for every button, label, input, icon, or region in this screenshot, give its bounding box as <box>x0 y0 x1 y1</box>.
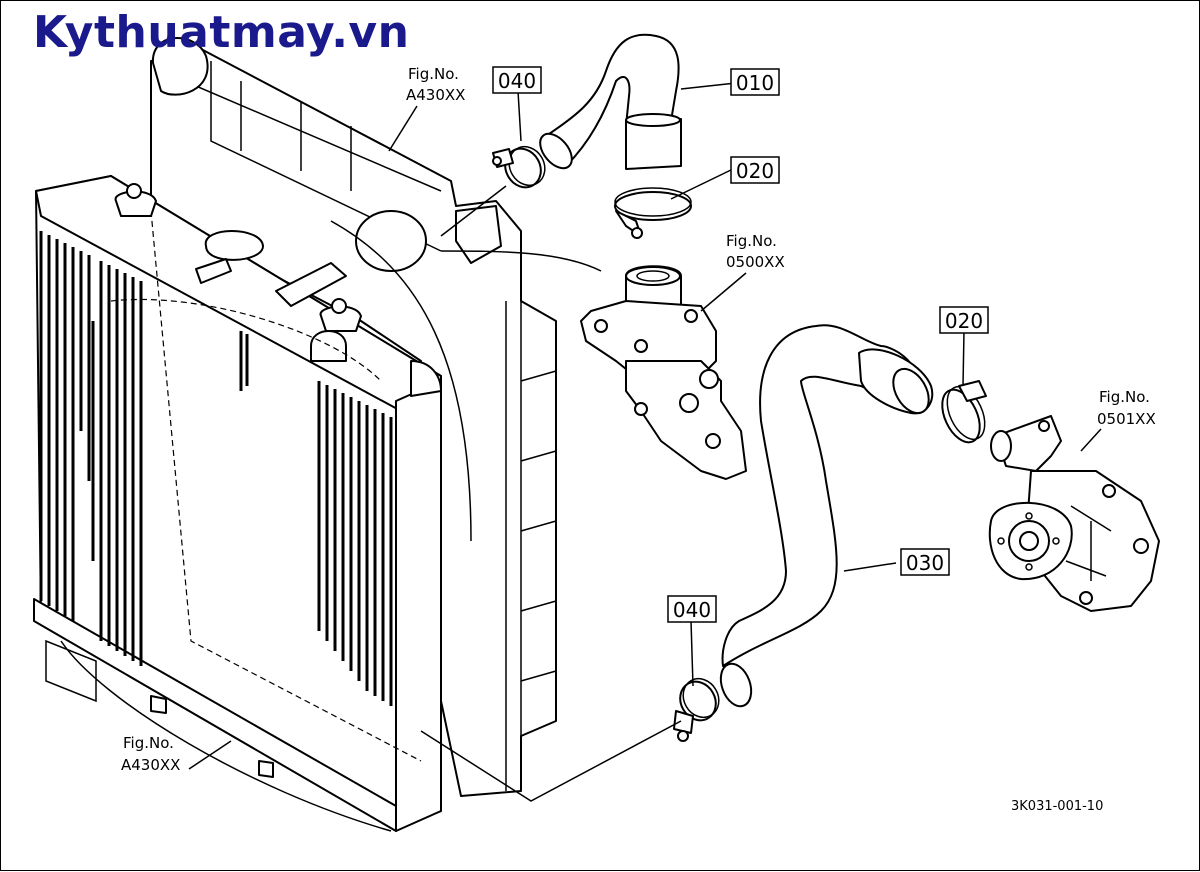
fig-ref-label: Fig.No. <box>1099 388 1150 406</box>
radiator <box>33 175 442 832</box>
fig-ref-radiator-top: Fig.No. A430XX <box>406 65 465 104</box>
fig-ref-number: A430XX <box>121 756 180 774</box>
water-pump <box>988 415 1160 612</box>
callout-020-right: 020 <box>939 306 989 334</box>
fig-ref-label: Fig.No. <box>726 232 777 250</box>
callout-040-bottom: 040 <box>667 595 717 623</box>
radiator-fins-left <box>39 231 393 706</box>
fig-ref-water-pump: Fig.No. 0501XX <box>1097 388 1156 428</box>
fig-ref-label: Fig.No. <box>123 734 174 752</box>
thermostat-housing <box>580 265 747 480</box>
callout-020-top: 020 <box>730 156 780 184</box>
hose-clamp-040-upper <box>492 145 546 189</box>
upper-radiator-hose <box>539 33 682 170</box>
callout-040-top-label: 040 <box>498 69 536 93</box>
lower-radiator-hose <box>719 324 934 708</box>
fig-ref-thermostat: Fig.No. 0500XX <box>726 232 785 271</box>
hose-clamp-040-lower <box>673 677 720 742</box>
callout-010: 010 <box>730 68 780 96</box>
fig-ref-number: 0501XX <box>1097 410 1156 428</box>
hose-clamp-lower <box>941 380 987 444</box>
callout-010-label: 010 <box>736 71 774 95</box>
drawing-code: 3K031-001-10 <box>1011 799 1103 814</box>
leader-lines <box>188 82 1102 802</box>
watermark-logo: Kythuatmay.vn <box>33 7 410 58</box>
callout-020-top-label: 020 <box>736 159 774 183</box>
callout-040-bottom-label: 040 <box>673 598 711 622</box>
fig-ref-label: Fig.No. <box>408 65 459 83</box>
fig-ref-number: 0500XX <box>726 253 785 271</box>
callout-030-label: 030 <box>906 551 944 575</box>
callout-020-right-label: 020 <box>945 309 983 333</box>
callout-040-top: 040 <box>492 66 542 94</box>
fig-ref-number: A430XX <box>406 86 465 104</box>
fig-ref-radiator-bottom: Fig.No. A430XX <box>121 734 180 774</box>
callout-030: 030 <box>900 548 950 576</box>
